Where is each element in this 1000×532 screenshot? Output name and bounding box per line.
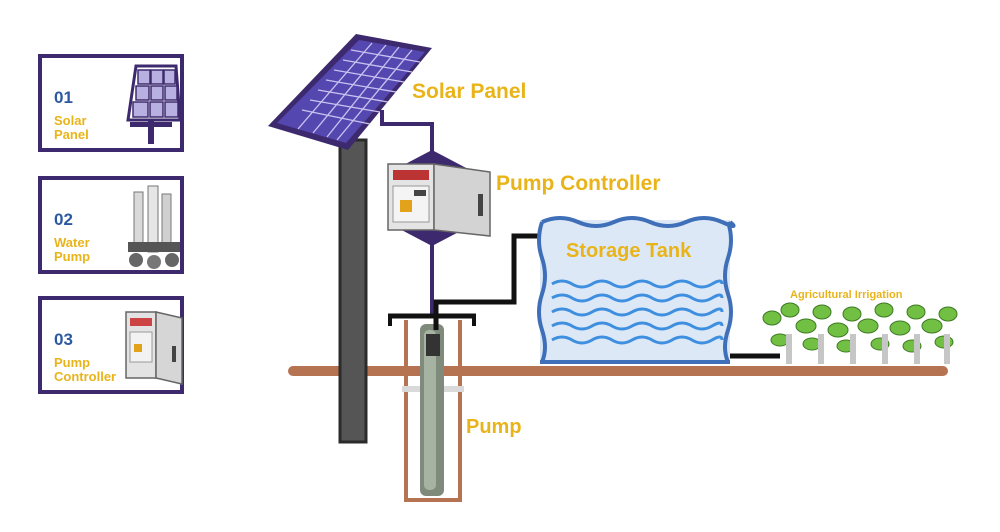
- storage-tank: [537, 216, 736, 364]
- pump-controller-label: Pump Controller: [496, 172, 661, 195]
- legend-card-solar-panel: 01 Solar Panel: [38, 54, 184, 152]
- agricultural-irrigation-label: Agricultural Irrigation: [790, 289, 903, 301]
- solar-panel: [268, 34, 432, 150]
- water-pipe: [433, 233, 540, 330]
- legend-card-pump-controller: 03 Pump Controller: [38, 296, 184, 394]
- card-label: Pump Controller: [54, 355, 117, 384]
- pump-label: Pump: [466, 416, 522, 438]
- controller-box-icon: [125, 311, 183, 385]
- card-number: 01: [54, 88, 73, 107]
- solar-panel-label: Solar Panel: [412, 80, 527, 103]
- pump-controller-box: [387, 163, 491, 237]
- card-label: Solar Panel: [54, 113, 89, 142]
- crops: [762, 302, 958, 364]
- card-number: 02: [54, 210, 73, 229]
- water-pump-icon: [128, 185, 180, 269]
- storage-tank-label: Storage Tank: [566, 240, 692, 262]
- card-label: Water Pump: [54, 235, 91, 264]
- solar-panel-icon: [126, 64, 182, 144]
- card-number: 03: [54, 330, 73, 349]
- well: [388, 313, 476, 502]
- ground-line: [288, 366, 948, 376]
- solar-pole: [338, 138, 368, 444]
- legend-card-water-pump: 02 Water Pump: [38, 176, 184, 274]
- power-cable: [380, 110, 434, 158]
